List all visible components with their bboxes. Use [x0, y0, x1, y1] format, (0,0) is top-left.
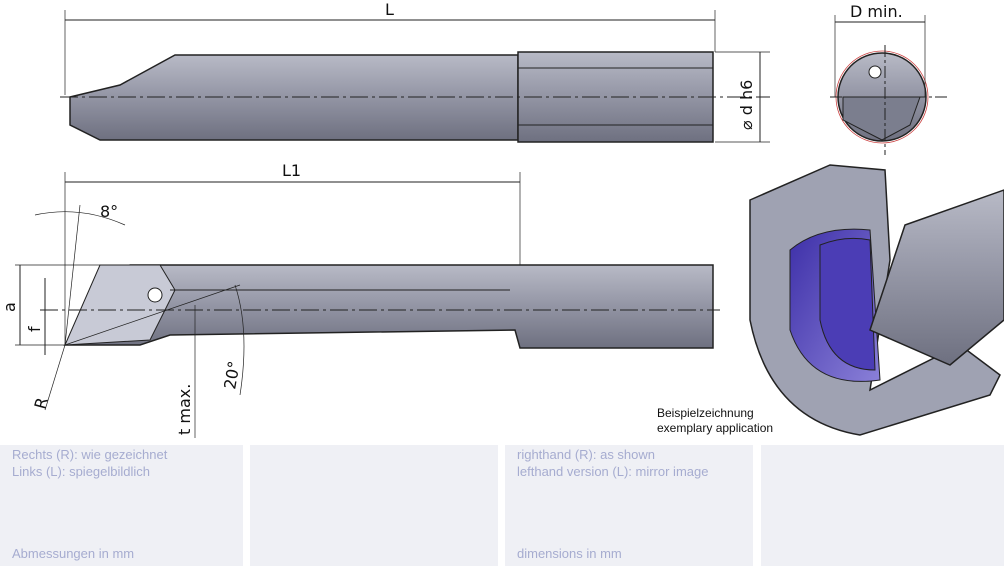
panel-empty-1 — [250, 445, 498, 566]
label-L1: L1 — [282, 161, 301, 180]
note-units-de: Abmessungen in mm — [12, 546, 135, 561]
label-d-h6: ⌀ d h6 — [737, 80, 756, 130]
panel-german-notes: Rechts (R): wie gezeichnet Links (L): sp… — [0, 445, 243, 566]
caption-en: exemplary application — [657, 421, 774, 435]
note-righthand-en: righthand (R): as shown — [517, 447, 656, 462]
dimension-L1: L1 — [64, 161, 521, 345]
caption-de: Beispielzeichnung — [657, 406, 754, 420]
label-L: L — [385, 0, 394, 19]
label-t-max: t max. — [175, 384, 194, 435]
illustration-caption: Beispielzeichnung exemplary application — [657, 406, 773, 436]
note-lefthand-de: Links (L): spiegelbildlich — [12, 464, 151, 479]
note-righthand-de: Rechts (R): wie gezeichnet — [12, 447, 168, 462]
panel-empty-2 — [761, 445, 1004, 566]
note-lefthand-en: lefthand version (L): mirror image — [517, 464, 709, 479]
dimension-d-h6: ⌀ d h6 — [715, 51, 770, 143]
label-R: R — [31, 395, 52, 411]
application-illustration — [749, 164, 1004, 436]
label-a: a — [0, 302, 19, 312]
tool-end-view: D min. — [830, 2, 950, 155]
label-f: f — [25, 326, 44, 332]
panel-english-notes: righthand (R): as shown lefthand version… — [505, 445, 753, 566]
label-angle-20: 20° — [220, 359, 244, 390]
dimension-L: L — [64, 0, 716, 95]
dimension-annotations: 8° 20° a f R t max. — [0, 202, 245, 438]
technical-drawing: L ⌀ d h6 D min. L1 — [0, 0, 1004, 438]
note-units-en: dimensions in mm — [517, 546, 622, 561]
label-angle-8: 8° — [100, 202, 118, 221]
tool-top-view — [40, 264, 720, 349]
tool-side-view — [60, 51, 770, 143]
label-d-min: D min. — [850, 2, 903, 21]
